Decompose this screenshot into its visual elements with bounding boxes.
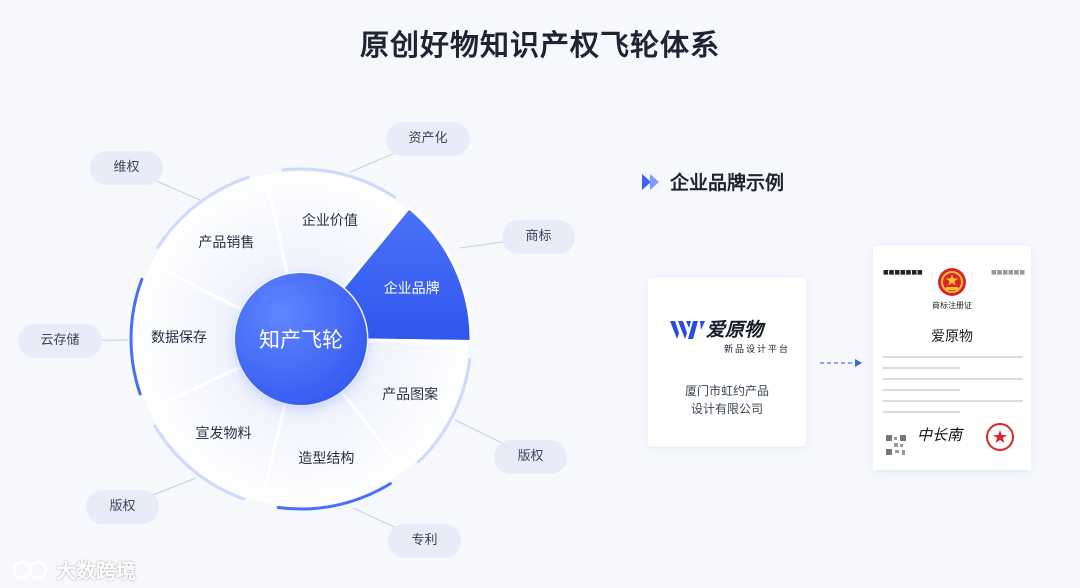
ip-tag: 版权 [494,440,567,474]
flywheel-rim-arc [129,277,144,396]
certificate-header-mark: ■■■■■■■ [883,269,923,276]
company-name-line2: 设计有限公司 [690,402,763,416]
ip-tag: 专利 [388,524,461,558]
flywheel-rim-arc [156,175,250,249]
certificate-signature: 中长南 [917,426,963,444]
ip-tag: 云存储 [18,324,102,358]
flywheel-center [235,273,367,405]
page-title: 原创好物知识产权飞轮体系 [359,28,720,62]
ip-tag: 资产化 [386,122,470,156]
company-name-line1: 厦门市虹约产品 [684,384,769,398]
company-card: 爱原物 新品设计平台 厦门市虹约产品 设计有限公司 [648,278,806,446]
flywheel-rim-arc [281,167,397,199]
flywheel-segment-label: 宣发物料 [195,426,252,443]
flywheel-segment-label: 数据保存 [151,330,207,347]
brand-logo-name: 爱原物 [706,319,764,341]
flywheel-segment-label: 产品销售 [198,235,255,252]
brand-logo-subtitle: 新品设计平台 [724,345,791,355]
certificate-title: 商标注册证 [932,301,972,310]
flywheel-segment [340,205,473,344]
certificate-text-lines [883,356,1023,422]
dashed-arrow [820,359,862,367]
flywheel-rim-arc [416,357,472,464]
qr-code-icon [885,434,907,456]
ip-tag: 版权 [86,490,159,524]
ip-tag: 商标 [502,220,575,254]
flywheel-center-label: 知产飞轮 [259,328,343,352]
flywheel-segment-label: 产品图案 [382,386,439,403]
company-name: 厦门市虹约产品 设计有限公司 [648,382,806,418]
brand-logo-mark [670,321,705,339]
trademark-certificate: ■■■■■■■ ■■■■■■ 商标注册证 爱原物 中长南 [873,246,1031,470]
double-chevron-icon [642,173,659,190]
certificate-trademark: 爱原物 [931,329,973,345]
flywheel-rim-arc [153,424,246,501]
flywheel-segment-label: 企业价值 [301,213,358,230]
flywheel-rim-arc [276,482,392,511]
example-heading-text: 企业品牌示例 [670,172,785,194]
national-emblem-icon [938,268,966,296]
watermark: 大数跨境 [12,555,136,584]
brand-logo: 爱原物 新品设计平台 [668,318,793,358]
certificate-number-mark: ■■■■■■ [991,269,1026,276]
example-heading: 企业品牌示例 [640,168,784,195]
flywheel-segment-label: 造型结构 [298,451,355,468]
flywheel-segment-label: 企业品牌 [383,280,440,297]
watermark-logo-icon [12,560,48,579]
watermark-text: 大数跨境 [56,559,136,583]
ip-tag: 维权 [90,151,163,185]
official-seal-icon [986,423,1014,451]
